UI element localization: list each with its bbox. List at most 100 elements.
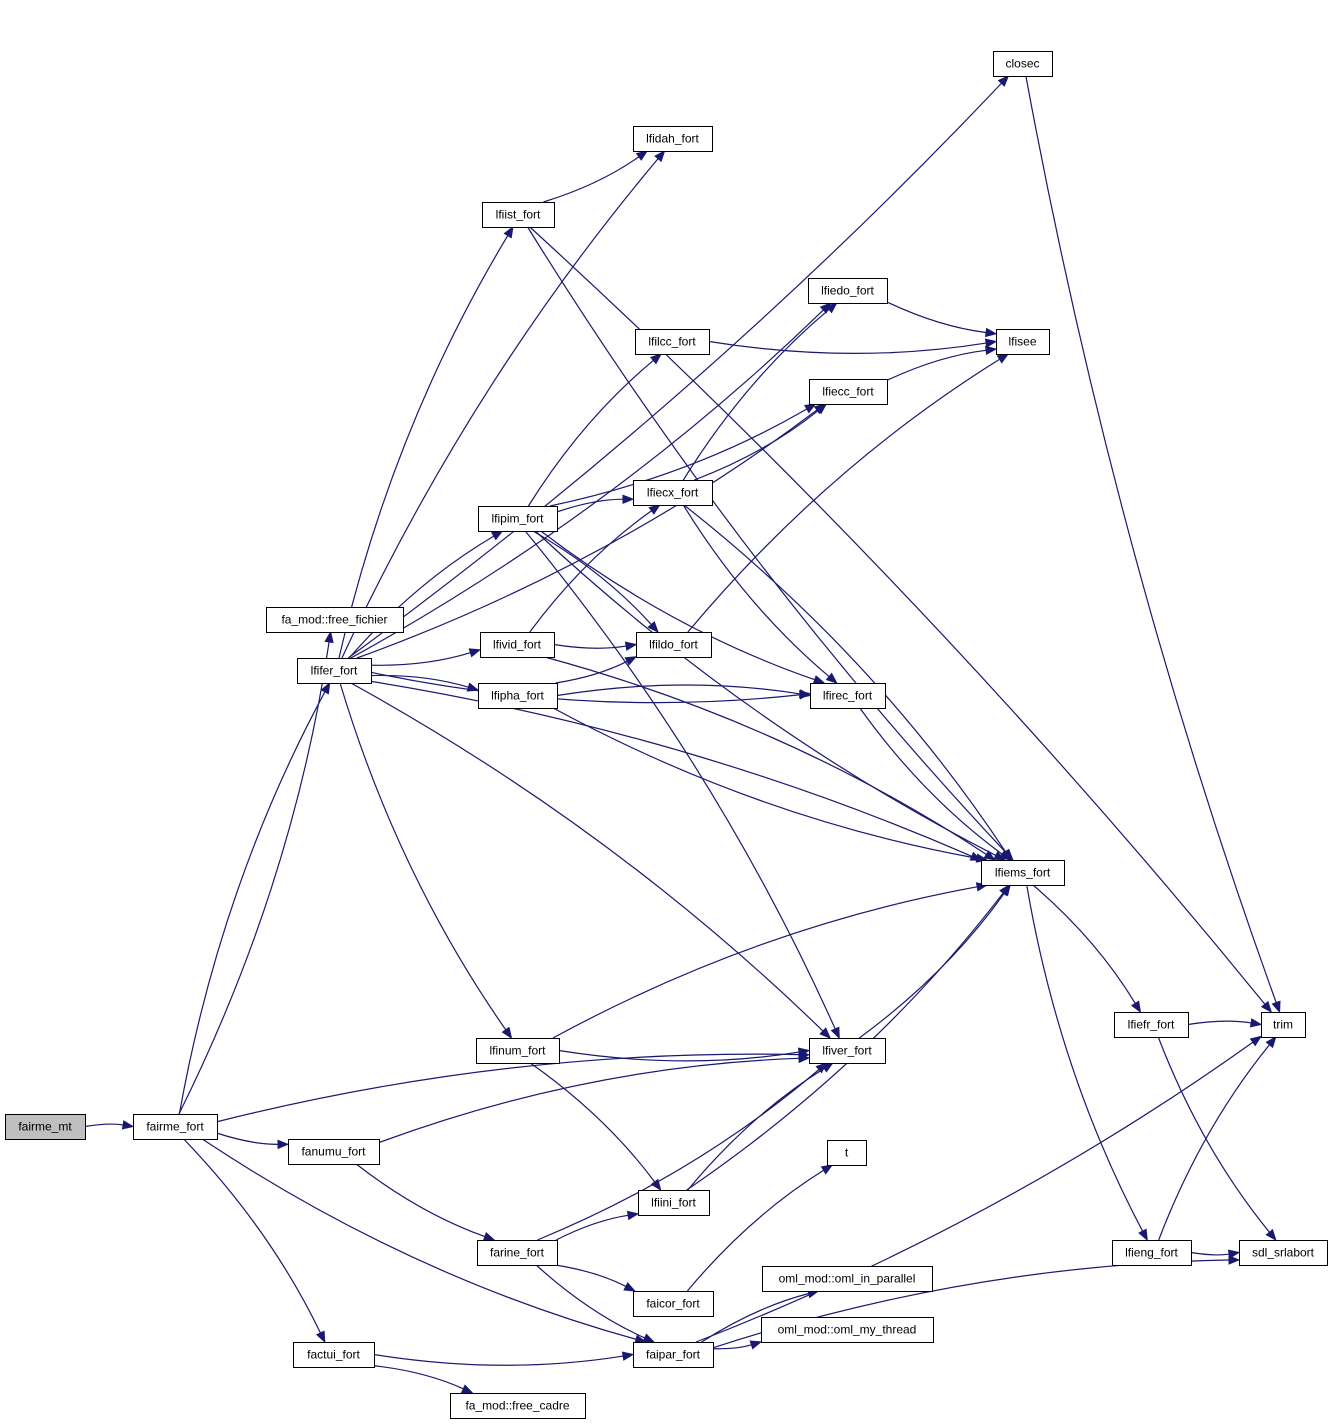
edge-lfifer_fort-to-lfiecc_fort [356,403,827,659]
edge-lfieng_fort-to-trim [1158,1035,1277,1241]
node-factui-fort[interactable]: factui_fort [293,1342,375,1368]
node-fairme-mt[interactable]: fairme_mt [5,1114,86,1140]
edge-line [1026,884,1144,1232]
edge-lfifer_fort-to-lfiedo_fort [350,302,832,659]
node-lfivid-fort[interactable]: lfivid_fort [480,632,555,658]
node-box [827,1140,867,1166]
edge-lfiist_fort-to-lfiems_fort [527,226,1014,861]
node-lfiist-fort[interactable]: lfiist_fort [482,202,555,228]
edge-lfifer_fort-to-lfivid_fort [370,648,482,666]
edge-closec-to-trim [1025,75,1281,1014]
node-oml-in-parallel[interactable]: oml_mod::oml_in_parallel [762,1266,933,1292]
arrowhead-icon [825,302,838,314]
node-lfiedo-fort[interactable]: lfiedo_fort [808,278,888,304]
node-box [810,683,886,709]
node-lfiini-fort[interactable]: lfiini_fort [638,1190,710,1216]
node-label: lfiini_fort [651,1196,696,1210]
edge-line [1032,884,1136,1004]
node-lfiems-fort[interactable]: lfiems_fort [981,860,1065,886]
node-faipar-fort[interactable]: faipar_fort [633,1342,714,1368]
edge-fanumu_fort-to-lfiver_fort [378,1053,811,1144]
edge-lfinum_fort-to-lfiems_fort [552,882,989,1039]
edge-line [543,156,640,203]
edge-line [178,691,326,1115]
node-label: lfiver_fort [822,1044,872,1058]
node-lfirec-fort[interactable]: lfirec_fort [810,683,886,709]
node-sdl-srlabort[interactable]: sdl_srlabort [1239,1240,1328,1266]
node-oml-my-thread[interactable]: oml_mod::oml_my_thread [761,1317,934,1343]
arrowhead-icon [1249,1018,1263,1028]
node-lfiecc-fort[interactable]: lfiecc_fort [809,379,888,405]
edge-lfivid_fort-to-lfildo_fort [553,641,638,651]
edge-fairme_mt-to-fairme_fort [84,1120,135,1130]
edge-line [341,158,659,659]
edge-line [552,886,978,1039]
edge-line [84,1123,124,1128]
node-label: oml_mod::oml_in_parallel [779,1272,916,1286]
node-box [996,329,1050,355]
node-box [133,1114,218,1140]
node-lfiefr-fort[interactable]: lfiefr_fort [1114,1012,1189,1038]
node-label: fa_mod::free_fichier [281,613,387,627]
arrowhead-icon [1265,1228,1277,1242]
arrowhead-icon [984,338,998,348]
node-closec[interactable]: closec [993,51,1053,77]
node-trim[interactable]: trim [1261,1012,1306,1038]
arrowhead-icon [983,850,996,861]
arrowhead-icon [1265,1035,1277,1049]
node-lfipha-fort[interactable]: lfipha_fort [478,683,558,709]
node-label: trim [1273,1018,1293,1032]
node-faicor-fort[interactable]: faicor_fort [633,1291,714,1317]
edge-line [683,504,1006,852]
node-lfilcc-fort[interactable]: lfilcc_fort [635,329,710,355]
edge-line [544,656,987,856]
arrowhead-icon [1228,1255,1241,1265]
edge-line [355,1163,486,1238]
node-fa-mod-free-fichier[interactable]: fa_mod::free_fichier [266,607,404,633]
node-box [981,860,1065,886]
node-box [1261,1012,1306,1038]
node-label: lfinum_fort [489,1044,546,1058]
edge-lfipim_fort-to-lfildo_fort [532,530,659,634]
node-lfisee[interactable]: lfisee [996,329,1050,355]
arrowhead-icon [621,1351,635,1361]
node-lfinum-fort[interactable]: lfinum_fort [476,1038,560,1064]
edge-line [216,1132,279,1145]
edge-line [558,1049,800,1062]
node-t[interactable]: t [827,1140,867,1166]
arrowhead-icon [277,1139,290,1150]
edge-lfifer_fort-to-lfiist_fort [338,225,514,659]
node-lfiecx-fort[interactable]: lfiecx_fort [633,480,713,506]
edge-line [540,530,815,681]
arrowhead-icon [830,1026,840,1040]
edge-line [708,340,987,354]
node-box [761,1317,934,1343]
node-fa-mod-free-cadre[interactable]: fa_mod::free_cadre [450,1393,586,1419]
node-box [636,632,712,658]
arrowhead-icon [815,1062,828,1074]
node-farine-fort[interactable]: farine_fort [477,1240,558,1266]
edge-lfifer_fort-to-lfinum_fort [339,682,513,1040]
node-box [477,1240,558,1266]
arrowhead-icon [1227,1249,1241,1259]
node-label: faipar_fort [646,1348,701,1362]
edge-lfifer_fort-to-lfidah_fort [341,149,666,659]
node-label: lfiefr_fort [1128,1018,1175,1032]
node-lfidah-fort[interactable]: lfidah_fort [633,126,713,152]
edge-line [339,682,507,1031]
node-lfildo-fort[interactable]: lfildo_fort [636,632,712,658]
arrowhead-icon [315,1330,326,1344]
edge-lfiems_fort-to-lfiefr_fort [1032,884,1142,1014]
arrowhead-icon [647,621,659,634]
edge-lfiist_fort-to-lfidah_fort [543,150,649,203]
node-fairme-fort[interactable]: fairme_fort [133,1114,218,1140]
node-lfiver-fort[interactable]: lfiver_fort [809,1038,886,1064]
node-lfieng-fort[interactable]: lfieng_fort [1112,1240,1192,1266]
node-box [1112,1240,1192,1266]
node-label: lfiecx_fort [647,486,699,500]
node-lfifer-fort[interactable]: lfifer_fort [297,658,372,684]
node-fanumu-fort[interactable]: fanumu_fort [288,1139,380,1165]
node-lfipim-fort[interactable]: lfipim_fort [478,506,558,532]
edge-line [373,1353,624,1366]
